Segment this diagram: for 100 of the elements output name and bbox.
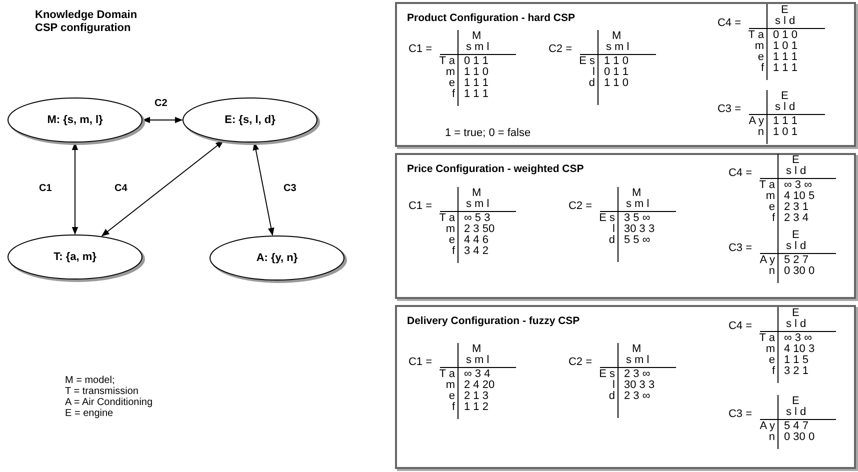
column-variable: M xyxy=(612,31,622,42)
row-value: e xyxy=(768,355,775,366)
cell-values: 1 1 0 xyxy=(604,56,628,67)
column-values: s l d xyxy=(775,16,796,27)
constraint-name: C4 = xyxy=(728,321,752,332)
column-values: s m l xyxy=(606,42,630,53)
row-value: e xyxy=(448,235,455,246)
row-value: e xyxy=(448,391,455,402)
cell-values: 0 30 0 xyxy=(784,432,815,443)
constraint-name: C3 = xyxy=(728,409,752,420)
row-value: d xyxy=(588,78,595,89)
cell-values: 30 3 3 xyxy=(624,380,655,391)
row-value: T a xyxy=(759,180,775,191)
edge-label: C4 xyxy=(114,182,128,194)
cell-values: 5 4 7 xyxy=(784,421,808,432)
cell-values: 1 1 1 xyxy=(773,52,798,63)
row-value: n xyxy=(768,266,775,277)
row-value: E s xyxy=(599,213,615,224)
column-variable: E xyxy=(781,91,788,102)
row-value: l xyxy=(592,67,595,78)
cell-values: 4 10 3 xyxy=(784,344,815,355)
row-value: T a xyxy=(748,30,764,41)
row-value: d xyxy=(608,235,615,246)
panel-heading: Delivery Configuration - fuzzy CSP xyxy=(407,315,580,327)
cell-values: 3 2 1 xyxy=(784,366,808,377)
column-values: s m l xyxy=(466,42,490,53)
constraint-name: C1 = xyxy=(408,357,432,368)
row-value: f xyxy=(772,366,775,377)
edge-label: C2 xyxy=(154,98,168,109)
cell-values: 2 3 4 xyxy=(784,213,808,224)
edge-label: C3 xyxy=(282,183,298,194)
row-value: l xyxy=(612,380,615,391)
constraint-name: C2 = xyxy=(568,201,592,212)
cell-values: 4 4 6 xyxy=(464,235,488,246)
column-variable: M xyxy=(472,31,482,42)
row-value: f xyxy=(760,63,764,74)
row-value: m xyxy=(766,344,775,355)
cell-values: 2 1 3 xyxy=(464,391,488,402)
constraint-name: C4 = xyxy=(717,18,741,29)
column-variable: M xyxy=(632,188,642,199)
row-value: m xyxy=(446,67,455,78)
row-value: d xyxy=(608,391,615,402)
abbreviation-key: A = Air Conditioning xyxy=(65,397,153,408)
configuration-panel xyxy=(395,2,856,147)
row-value: e xyxy=(768,202,775,213)
cell-values: 2 4 20 xyxy=(464,380,495,391)
configuration-panel xyxy=(395,153,856,299)
constraint-name: C3 = xyxy=(717,104,741,115)
cell-values: 2 3 ∞ xyxy=(624,391,650,402)
row-value: f xyxy=(452,89,455,100)
row-value: n xyxy=(768,432,775,443)
column-values: s m l xyxy=(466,355,490,366)
row-value: l xyxy=(612,224,615,235)
abbreviation-key: T = transmission xyxy=(65,386,138,397)
cell-values: 3 5 ∞ xyxy=(624,213,650,224)
column-values: s l d xyxy=(775,102,796,113)
row-value: T a xyxy=(439,369,455,380)
cell-values: 0 1 1 xyxy=(464,56,488,67)
row-value: T a xyxy=(439,213,455,224)
cell-values: 1 1 2 xyxy=(464,402,488,413)
cell-values: 1 0 1 xyxy=(773,41,798,52)
row-value: e xyxy=(448,78,455,89)
row-value: T a xyxy=(439,56,455,67)
cell-values: 1 1 0 xyxy=(464,67,488,78)
row-value: m xyxy=(446,380,455,391)
configuration-panel xyxy=(395,305,856,469)
cell-values: ∞ 3 ∞ xyxy=(784,333,812,344)
panel-heading: Product Configuration - hard CSP xyxy=(407,12,575,24)
row-value: f xyxy=(452,246,455,257)
cell-values: 4 10 5 xyxy=(784,191,815,202)
cell-values: 2 3 1 xyxy=(784,202,808,213)
edge-label: C1 xyxy=(38,182,53,194)
arrow xyxy=(142,116,183,124)
cell-values: 0 1 1 xyxy=(604,67,628,78)
cell-values: ∞ 3 ∞ xyxy=(784,180,812,191)
row-value: f xyxy=(772,213,775,224)
constraint-name: C2 = xyxy=(568,357,592,368)
diagram-title: Knowledge Domain CSP configuration xyxy=(35,9,138,35)
column-values: s l d xyxy=(786,407,806,418)
row-value: A y xyxy=(748,116,764,127)
column-variable: E xyxy=(792,308,800,319)
cell-values: 1 1 5 xyxy=(784,355,808,366)
column-variable: M xyxy=(472,188,482,199)
arrow xyxy=(72,142,78,235)
cell-values: ∞ 3 4 xyxy=(464,369,490,380)
panel-heading: Price Configuration - weighted CSP xyxy=(407,163,584,175)
cell-values: 5 2 7 xyxy=(784,255,808,266)
cell-values: ∞ 5 3 xyxy=(464,213,490,224)
cell-values: 1 1 1 xyxy=(464,89,488,100)
row-value: T a xyxy=(759,333,775,344)
cell-values: 1 1 1 xyxy=(773,63,798,74)
row-value: E s xyxy=(599,369,615,380)
cell-values: 0 1 0 xyxy=(773,30,798,41)
variable-domain: A: {y, n} xyxy=(256,252,298,264)
row-value: m xyxy=(446,224,455,235)
abbreviation-key: E = engine xyxy=(65,408,114,419)
cell-values: 2 3 ∞ xyxy=(624,369,650,380)
column-variable: M xyxy=(632,344,642,355)
constraint-name: C1 = xyxy=(408,201,432,212)
constraint-name: C2 = xyxy=(548,44,572,55)
